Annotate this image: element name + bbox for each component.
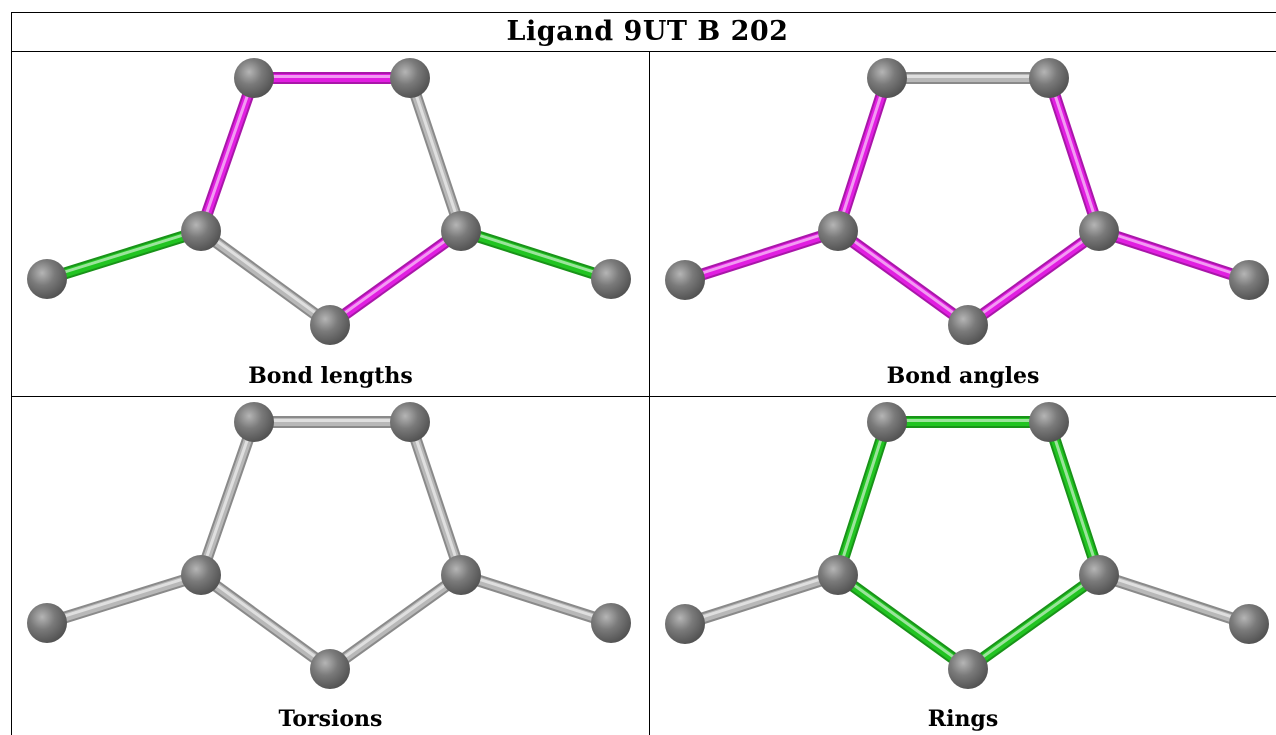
bond-lower-right bbox=[324, 225, 467, 331]
atom-0 bbox=[867, 402, 907, 442]
atom-3 bbox=[441, 211, 481, 251]
atom-5 bbox=[591, 603, 631, 643]
atom-6 bbox=[948, 649, 988, 689]
atom-0 bbox=[234, 402, 274, 442]
atom-6 bbox=[310, 649, 350, 689]
molecule-diagram bbox=[27, 402, 631, 689]
atom-5 bbox=[591, 259, 631, 299]
page-title: Ligand 9UT B 202 bbox=[506, 16, 789, 47]
atom-0 bbox=[867, 58, 907, 98]
atom-5 bbox=[1229, 260, 1269, 300]
panel-caption: Bond lengths bbox=[248, 363, 413, 389]
bond-lower-left bbox=[832, 569, 974, 675]
atom-3 bbox=[1079, 555, 1119, 595]
atom-2 bbox=[818, 211, 858, 251]
molecule-diagram bbox=[665, 402, 1269, 689]
bond-lower-left bbox=[195, 569, 336, 675]
panel-bond-lengths: Bond lengths bbox=[12, 53, 649, 396]
atom-2 bbox=[818, 555, 858, 595]
atom-1 bbox=[390, 402, 430, 442]
atom-5 bbox=[1229, 604, 1269, 644]
bond-right-substituent bbox=[1093, 569, 1255, 630]
atom-1 bbox=[1029, 58, 1069, 98]
atom-1 bbox=[390, 58, 430, 98]
bond-top bbox=[248, 72, 416, 84]
panel-rings: Rings bbox=[650, 397, 1276, 735]
bond-lower-right bbox=[962, 225, 1105, 331]
atom-4 bbox=[27, 259, 67, 299]
bond-left-upper bbox=[195, 416, 260, 581]
bond-left-substituent bbox=[41, 569, 207, 629]
bond-right-upper bbox=[1043, 416, 1105, 581]
molecule-diagram bbox=[27, 58, 631, 345]
atom-3 bbox=[1079, 211, 1119, 251]
bond-top bbox=[881, 72, 1055, 84]
bond-lower-left bbox=[832, 225, 974, 331]
atom-2 bbox=[181, 555, 221, 595]
panel-caption: Torsions bbox=[278, 706, 383, 732]
molecule-diagram bbox=[665, 58, 1269, 345]
atom-4 bbox=[27, 603, 67, 643]
bond-left-upper bbox=[195, 72, 260, 237]
bond-top bbox=[881, 416, 1055, 428]
atom-2 bbox=[181, 211, 221, 251]
atom-1 bbox=[1029, 402, 1069, 442]
atom-4 bbox=[665, 260, 705, 300]
bond-left-upper bbox=[832, 72, 893, 237]
bond-lower-left bbox=[195, 225, 336, 331]
column-divider bbox=[649, 52, 650, 735]
bond-right-substituent bbox=[455, 569, 617, 629]
bond-right-upper bbox=[404, 72, 467, 237]
bond-left-substituent bbox=[679, 225, 844, 286]
panel-caption: Bond angles bbox=[886, 363, 1040, 389]
bond-left-substituent bbox=[679, 569, 844, 630]
atom-4 bbox=[665, 604, 705, 644]
bond-lower-right bbox=[962, 569, 1105, 675]
bond-right-substituent bbox=[1093, 225, 1255, 286]
bond-left-substituent bbox=[41, 225, 207, 285]
atom-3 bbox=[441, 555, 481, 595]
atom-6 bbox=[948, 305, 988, 345]
bond-top bbox=[248, 416, 416, 428]
bond-lower-right bbox=[324, 569, 467, 675]
row-divider bbox=[11, 396, 1276, 397]
panel-caption: Rings bbox=[927, 706, 999, 732]
bond-left-upper bbox=[832, 416, 893, 581]
bond-right-substituent bbox=[455, 225, 617, 285]
panel-torsions: Torsions bbox=[12, 397, 649, 735]
panel-bond-angles: Bond angles bbox=[650, 53, 1276, 396]
atom-0 bbox=[234, 58, 274, 98]
bond-right-upper bbox=[1043, 72, 1105, 237]
bond-right-upper bbox=[404, 416, 467, 581]
table-frame bbox=[11, 12, 1276, 735]
atom-6 bbox=[310, 305, 350, 345]
title-bar: Ligand 9UT B 202 bbox=[11, 12, 1276, 52]
